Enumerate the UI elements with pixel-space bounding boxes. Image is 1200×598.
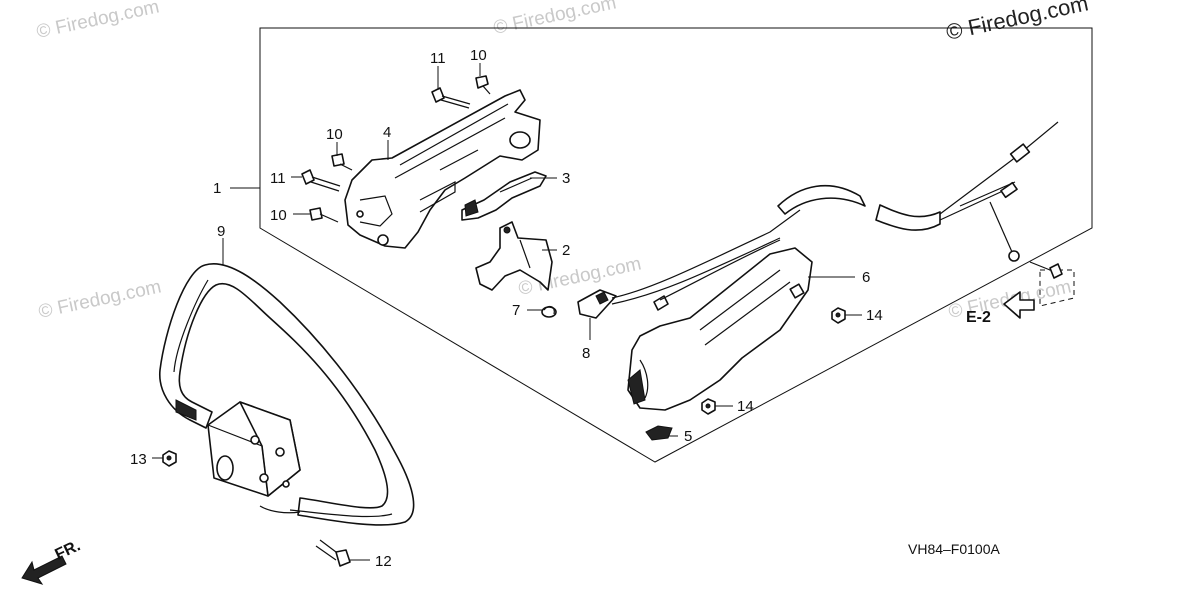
part-12-bolt [315,539,351,567]
switch-wire [611,209,801,299]
front-label: FR. [53,537,84,563]
switch-wire-2 [611,237,781,305]
callout-10-top: 10 [470,47,487,64]
callout-14-lower: 14 [737,398,754,415]
e2-reference: E-2 [966,291,1035,326]
part-3-lever [461,171,547,221]
part-14-nut-lower [701,398,716,415]
callout-5: 5 [684,428,692,445]
part-4-handle-bracket [344,89,541,249]
part-10-bolt-low [309,207,339,223]
part-11-bolt-mid [301,169,341,192]
reference-arrow-icon [1003,291,1035,319]
callout-10-low: 10 [270,207,287,224]
front-arrow-icon [21,555,67,585]
part-5-pad [645,425,673,441]
handle-clamp-block [207,401,301,514]
watermark-left: © Firedog.com [37,276,164,323]
watermark-top-right: © Firedog.com [944,0,1091,45]
callout-12: 12 [375,553,392,570]
reference-dashed-box [1039,269,1075,307]
callout-1: 1 [213,180,221,197]
part-13-nut [162,450,177,467]
callout-9: 9 [217,223,225,240]
callout-8: 8 [582,345,590,362]
front-direction-indicator: FR. [21,537,84,585]
part-11-bolt-top [431,87,471,109]
callout-13: 13 [130,451,147,468]
callout-11-top: 11 [430,50,446,67]
callout-4: 4 [383,124,391,141]
callouts: 1 2 3 4 5 6 7 8 9 10 10 10 11 11 12 13 1… [130,47,883,570]
callout-14-upper: 14 [866,307,883,324]
callout-3: 3 [562,170,570,187]
callout-2: 2 [562,242,570,259]
callout-11-mid: 11 [270,170,286,187]
callout-6: 6 [862,269,870,286]
diagram-code: VH84–F0100A [908,541,1001,557]
assembly-frame [259,27,1093,463]
part-10-bolt-top [475,75,491,95]
part-7-spring [541,305,557,318]
ground-bolt [1029,261,1063,279]
part-6-handle-grip [627,247,813,411]
throttle-cable [653,121,1059,311]
reference-label: E-2 [966,309,991,326]
part-14-nut-upper [831,307,846,324]
part-9-loop-handle [159,262,415,526]
callout-10-mid: 10 [326,126,343,143]
watermark-top-center: © Firedog.com [492,0,619,39]
leader-lines [152,63,862,561]
part-8-switch [577,289,617,319]
part-2-throttle-trigger [475,221,553,291]
callout-7: 7 [512,302,520,319]
watermark-top-left: © Firedog.com [35,0,162,43]
part-10-bolt-mid [331,153,353,171]
